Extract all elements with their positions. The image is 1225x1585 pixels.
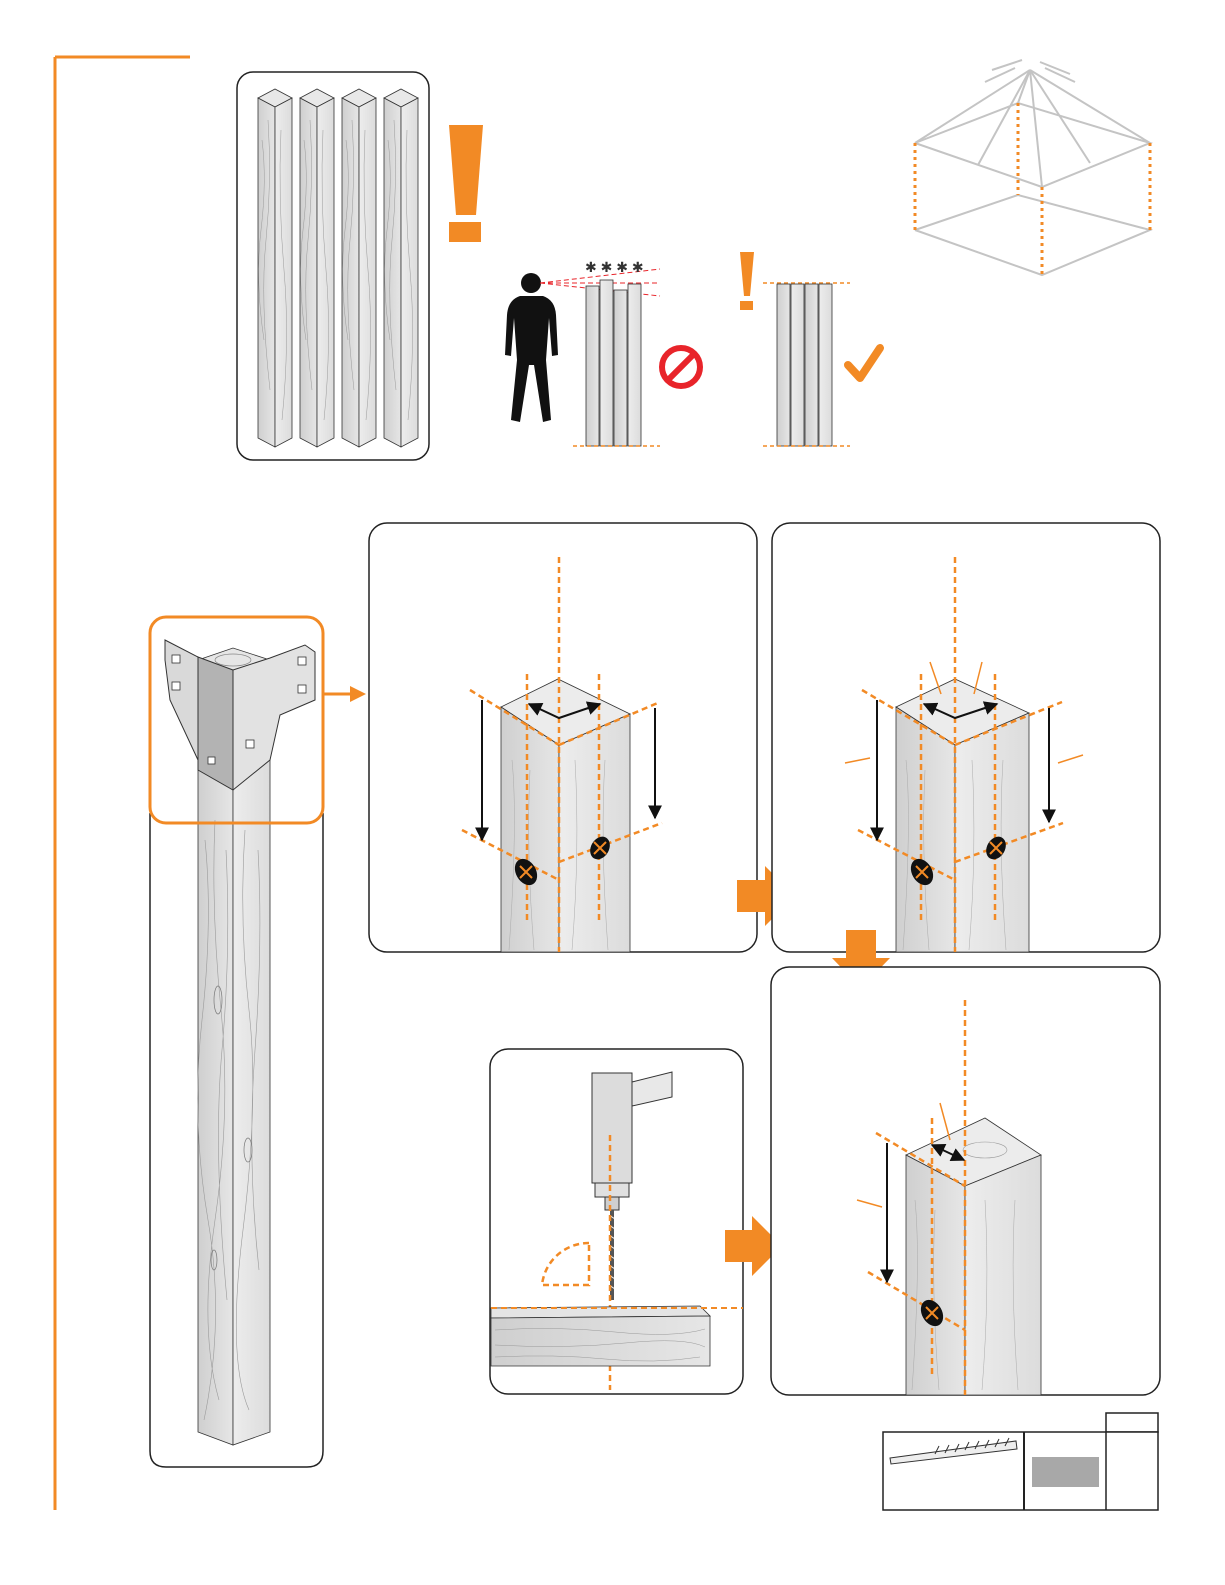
measure-step-1-panel — [369, 523, 757, 952]
wood-board — [491, 1306, 710, 1366]
even-posts — [763, 283, 850, 446]
post-2 — [300, 89, 334, 447]
post-3 — [342, 89, 376, 447]
posts-panel — [237, 72, 429, 460]
checkmark-icon — [848, 348, 880, 378]
parts-table — [883, 1413, 1158, 1510]
person-silhouette-icon — [505, 273, 558, 422]
post-1 — [258, 89, 292, 447]
arrow-right-icon — [323, 686, 366, 702]
drill-step-panel — [490, 1049, 743, 1394]
no-entry-icon — [662, 348, 700, 386]
measure-step-3-panel — [771, 967, 1160, 1395]
exclamation-icon — [449, 125, 483, 242]
svg-text:✱ ✱ ✱ ✱: ✱ ✱ ✱ ✱ — [585, 259, 644, 275]
post-4 — [384, 89, 418, 447]
quantity-swatch — [1032, 1457, 1099, 1487]
measure-step-2-panel — [772, 523, 1160, 952]
gazebo-frame-outline — [915, 60, 1150, 275]
uneven-posts — [573, 280, 660, 446]
bracket-post-panel — [150, 617, 366, 1467]
small-exclamation-icon — [740, 252, 754, 310]
